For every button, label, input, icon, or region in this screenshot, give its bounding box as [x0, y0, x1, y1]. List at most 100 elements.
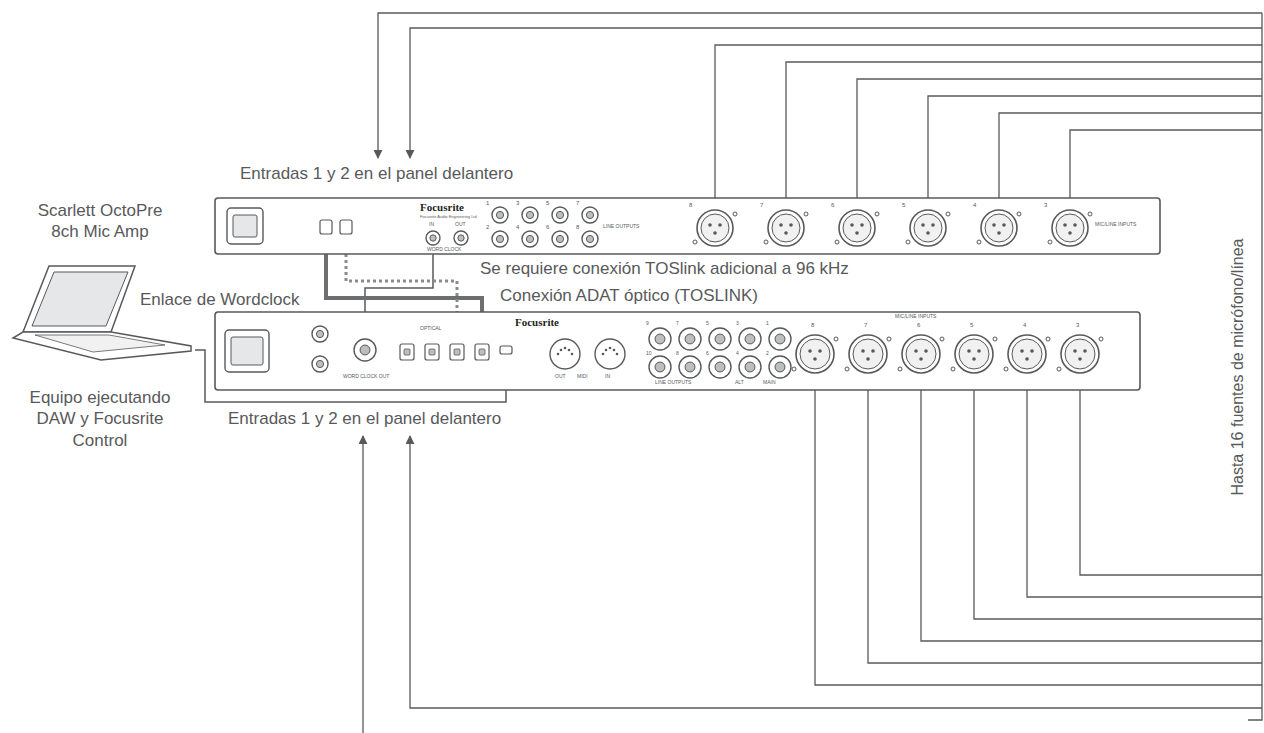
panel-marking: 6 [831, 202, 834, 208]
xlr-ring [768, 210, 804, 246]
laptop-keyboard [35, 335, 165, 352]
panel-marking: ALT [735, 380, 744, 385]
xlr-input [835, 210, 879, 246]
xlr-ring [849, 335, 887, 373]
xlr-pin [850, 223, 854, 227]
wordclock-cable [365, 254, 433, 312]
xlr-pin [1073, 223, 1077, 227]
computer-caption: Equipo ejecutando DAW y Focusrite Contro… [25, 387, 175, 451]
xlr-socket [914, 214, 942, 242]
wordclock-port [426, 231, 440, 245]
panel-marking: 3 [1044, 202, 1047, 208]
panel-marking: 7 [576, 200, 579, 206]
xlr-pin [789, 223, 793, 227]
xlr-pin [808, 349, 812, 353]
panel-marking: Focusrite Audio Engineering Ltd [420, 215, 477, 219]
screw [733, 212, 737, 216]
power-inlet [225, 330, 269, 372]
line-output-jack [586, 211, 593, 218]
panel-marking: 6 [706, 351, 709, 356]
panel-marking: 5 [706, 321, 709, 326]
line-output-jack [526, 211, 533, 218]
panel-outline [215, 312, 1140, 390]
xlr-pin [779, 223, 783, 227]
connection-label: Enlace de Wordclock [140, 289, 299, 310]
xlr-pin [1063, 223, 1067, 227]
midi-pin [571, 353, 574, 356]
line-output-jack [709, 328, 731, 350]
screw [1057, 367, 1061, 371]
line-output-jack [552, 207, 568, 223]
line-output-jack [492, 231, 508, 247]
xlr-ring [910, 210, 946, 246]
xlr-ring [1061, 335, 1099, 373]
xlr-ring [902, 335, 940, 373]
front-input-note: Entradas 1 y 2 en el panel delantero [228, 410, 501, 427]
panel-marking: 1 [766, 321, 769, 326]
xlr-pin [1073, 349, 1077, 353]
input-wire [715, 45, 1262, 198]
line-output-jack [715, 362, 725, 372]
screw [875, 212, 879, 216]
optical-port [454, 349, 460, 355]
front-input-wire [378, 13, 1262, 158]
screw [906, 240, 910, 244]
midi-pin [602, 353, 605, 356]
xlr-pin [914, 349, 918, 353]
screw [1099, 337, 1103, 341]
panel-marking: 8 [576, 224, 579, 230]
midi-pin [564, 347, 567, 350]
front-input-wire [362, 436, 363, 733]
xlr-pin [1002, 223, 1006, 227]
spdif-port [312, 356, 328, 372]
input-wire [857, 79, 1262, 198]
xlr-input [792, 335, 838, 373]
line-output-jack [709, 356, 731, 378]
line-output-jack [739, 328, 761, 350]
panel-marking: 2 [766, 351, 769, 356]
screw [946, 212, 950, 216]
xlr-pin [926, 231, 930, 235]
screw [792, 367, 796, 371]
wordclock-port [454, 231, 468, 245]
xlr-pin [1083, 349, 1087, 353]
front-input-wire [410, 28, 1262, 158]
panel-marking: 6 [546, 224, 549, 230]
line-output-jack [769, 356, 791, 378]
panel-marking: 4 [516, 224, 519, 230]
line-output-jack [775, 362, 785, 372]
xlr-ring [981, 210, 1017, 246]
xlr-pin [967, 349, 971, 353]
line-output-jack [552, 231, 568, 247]
device-name: Scarlett OctoPre 8ch Mic Amp [25, 200, 175, 243]
line-output-jack [522, 231, 538, 247]
wordclock-port [354, 339, 376, 361]
panel-marking: OPTICAL [420, 326, 441, 331]
connection-label: Se requiere conexión TOSlink adicional a… [480, 258, 849, 279]
panel-marking: 7 [760, 202, 763, 208]
line-output-jack [679, 328, 701, 350]
screw [845, 367, 849, 371]
wordclock-port [458, 235, 464, 241]
line-output-jack [582, 231, 598, 247]
midi-pin [568, 349, 571, 352]
front-input-note: Entradas 1 y 2 en el panel delantero [240, 165, 513, 182]
xlr-pin [972, 357, 976, 361]
midi-pin [616, 353, 619, 356]
xlr-socket [959, 339, 989, 369]
laptop-screen [32, 272, 128, 326]
spdif-port [312, 326, 328, 342]
panel-marking: OUT [455, 222, 466, 227]
line-output-jack [679, 356, 701, 378]
xlr-input [693, 210, 737, 246]
xlr-pin [818, 349, 822, 353]
xlr-input [1057, 335, 1103, 373]
xlr-pin [718, 223, 722, 227]
screw [693, 240, 697, 244]
line-output-jack [526, 235, 533, 242]
panel-marking: 3 [736, 321, 739, 326]
xlr-socket [906, 339, 936, 369]
line-output-jack [655, 362, 665, 372]
adat-out-port [340, 220, 352, 234]
xlr-pin [713, 231, 717, 235]
